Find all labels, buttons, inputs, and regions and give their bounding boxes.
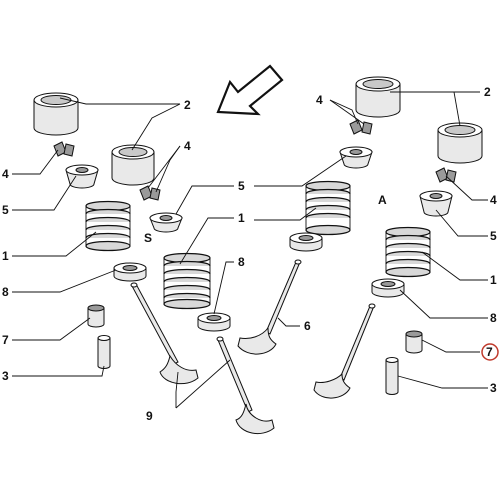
callout-5-left: 5 [2,203,9,217]
valve-right [313,303,376,399]
direction-arrow-icon [216,64,284,116]
keepers-right-top [349,119,373,135]
retainer-left [65,164,99,189]
callout-4-right: 4 [490,193,497,207]
spring-seat-center [197,312,231,332]
retainer-center [149,212,183,233]
callout-2-left: 2 [184,98,191,112]
callout-7-right: 7 [486,345,493,359]
valve-center [237,259,302,355]
callout-1-center: 1 [238,211,245,225]
callout-5-center: 5 [238,179,245,193]
spring-seat-left [113,262,147,282]
retainer-right-top [339,146,373,169]
keepers-left [53,141,75,157]
spring-right [385,226,431,278]
letter-s: S [144,231,152,245]
callout-8-right: 8 [490,311,497,325]
tappet-right-second [437,122,483,164]
valve-seal-right [405,330,423,354]
spring-left [85,200,131,252]
callout-8-left: 8 [2,285,9,299]
retainer-right [419,190,453,217]
valve-guide-right [385,357,399,395]
highlighted-callout-7-right: 7 [481,343,499,361]
callout-4-right-top: 4 [316,93,323,107]
keepers-right [435,167,457,183]
callout-7-left: 7 [2,333,9,347]
callout-5-right: 5 [490,229,497,243]
callout-4-left: 4 [2,167,9,181]
callout-1-left: 1 [2,249,9,263]
callout-8-center: 8 [238,255,245,269]
spring-right-top [305,180,351,236]
letter-a: A [378,193,387,207]
valve-seal-left [87,304,105,328]
callout-6: 6 [304,319,311,333]
tappet-right-top [355,76,401,118]
spring-seat-right-top [289,232,323,252]
keepers-center [139,185,161,201]
valve-guide-left [97,335,111,369]
callout-4-center: 4 [184,139,191,153]
tappet-left [33,92,79,136]
spring-seat-right [371,278,405,298]
leader-lines [12,91,488,409]
callout-3-left: 3 [2,369,9,383]
callout-1-right: 1 [490,273,497,287]
valve-left-upper [130,282,199,385]
spring-center [163,252,211,310]
callout-2-right: 2 [484,85,491,99]
callout-3-right: 3 [490,381,497,395]
tappet-center [111,144,155,186]
callout-9: 9 [146,409,153,423]
valve-left-lower [216,336,275,435]
